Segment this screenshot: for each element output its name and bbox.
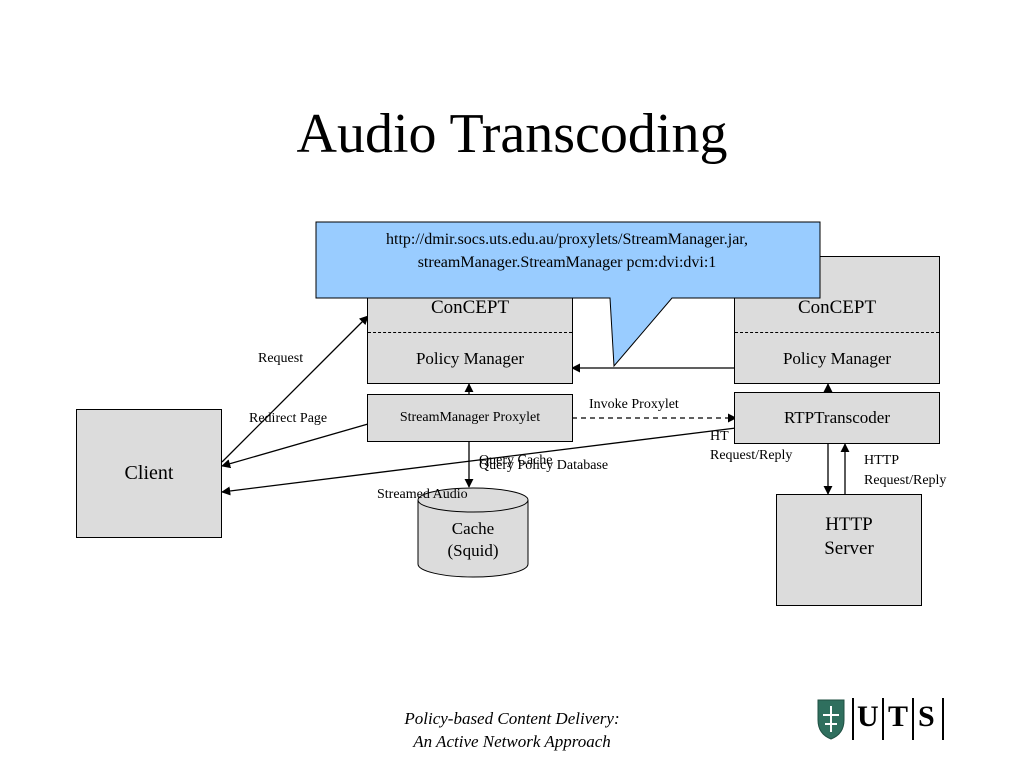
- redirect-page-arrow: [221, 423, 369, 469]
- footer-line-2: An Active Network Approach: [413, 732, 611, 751]
- logo-divider-1: [852, 698, 854, 740]
- query-cache-label: Query Cache: [479, 453, 553, 468]
- cache-line-2: (Squid): [447, 541, 499, 560]
- logo-letter-t: T: [888, 700, 909, 733]
- concept-left-label: ConCEPT: [430, 297, 510, 318]
- rtp-transcoder-label: RTPTranscoder: [783, 408, 891, 427]
- logo-divider-4: [942, 698, 944, 740]
- concept-right-label: ConCEPT: [797, 297, 877, 318]
- streamed-audio-label: Streamed Audio: [377, 487, 468, 502]
- http-partial-label: HT: [710, 429, 729, 444]
- shield-icon: [817, 699, 845, 740]
- concept-left-divider: [368, 332, 572, 333]
- logo-divider-3: [912, 698, 914, 740]
- request-reply-left-label: Request/Reply: [710, 448, 793, 463]
- http-server-label: HTTP Server: [777, 513, 921, 561]
- cache-label: Cache (Squid): [418, 518, 528, 562]
- cache-cylinder: [417, 487, 529, 578]
- footer-line-1: Policy-based Content Delivery:: [404, 709, 620, 728]
- concept-right-divider: [735, 332, 939, 333]
- http-server-line-2: Server: [824, 538, 874, 559]
- client-node: Client: [76, 409, 222, 538]
- policy-manager-right-label: Policy Manager: [782, 349, 892, 368]
- cache-line-1: Cache: [451, 519, 495, 538]
- logo-divider-2: [882, 698, 884, 740]
- http-right-label: HTTP: [864, 453, 899, 468]
- invoke-proxylet-label: Invoke Proxylet: [589, 397, 679, 412]
- query-policy-db-label: Query Policy Database: [479, 458, 609, 473]
- stream-manager-label: StreamManager Proxylet: [399, 410, 541, 425]
- slide-title: Audio Transcoding: [296, 103, 728, 165]
- slide-footer: Policy-based Content Delivery: An Active…: [312, 707, 712, 753]
- request-arrow: [221, 315, 369, 463]
- client-label: Client: [124, 462, 174, 484]
- uts-logo: U T S: [816, 696, 946, 744]
- rtp-to-client-arrow: [221, 427, 737, 496]
- redirect-page-label: Redirect Page: [249, 411, 328, 426]
- logo-letter-u: U: [857, 700, 879, 733]
- http-server-node: HTTP Server: [776, 494, 922, 606]
- logo-letter-s: S: [918, 700, 935, 733]
- callout-line-1: http://dmir.socs.uts.edu.au/proxylets/St…: [386, 231, 748, 248]
- rtp-transcoder-node: RTPTranscoder: [734, 392, 940, 444]
- http-server-line-1: HTTP: [825, 514, 873, 535]
- policy-manager-left-label: Policy Manager: [415, 349, 525, 368]
- stream-manager-node: StreamManager Proxylet: [367, 394, 573, 442]
- callout-line-2: streamManager.StreamManager pcm:dvi:dvi:…: [417, 254, 717, 271]
- request-reply-right-label: Request/Reply: [864, 473, 947, 488]
- request-label: Request: [258, 351, 304, 366]
- callout-text: http://dmir.socs.uts.edu.au/proxylets/St…: [316, 228, 818, 274]
